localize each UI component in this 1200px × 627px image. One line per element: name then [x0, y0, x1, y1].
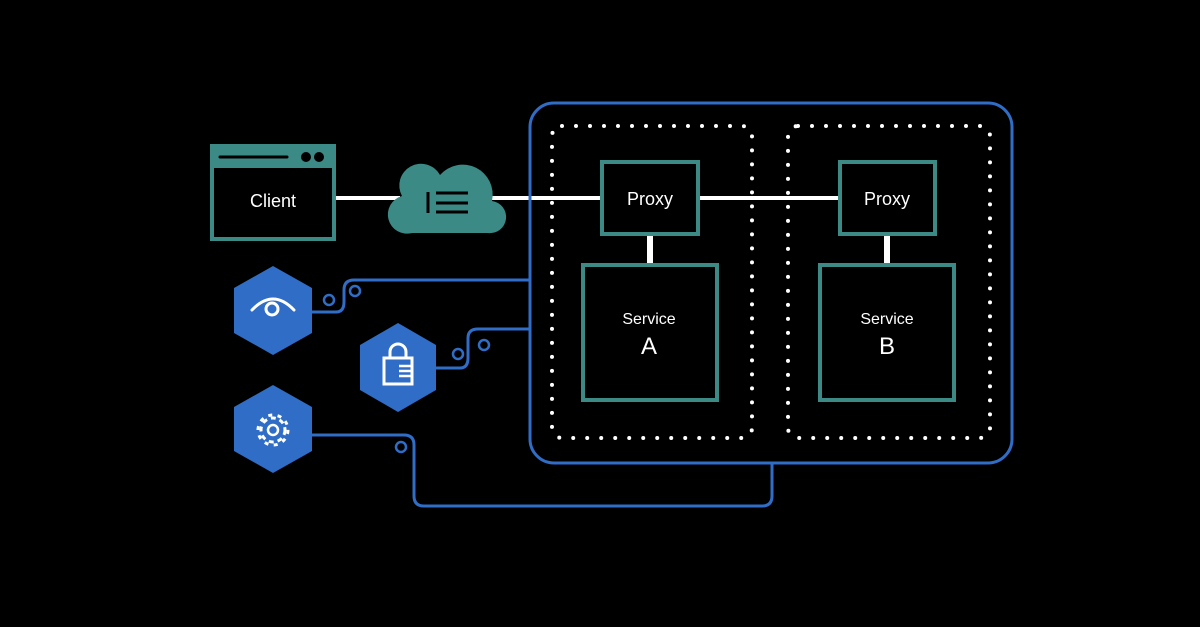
client-node: Client [210, 144, 336, 241]
proxy-b-label: Proxy [864, 189, 910, 209]
proxy-a: Proxy [600, 160, 700, 236]
service-a-label: Service [622, 311, 675, 328]
proxy-b: Proxy [838, 160, 937, 236]
service-a-letter: A [641, 333, 657, 360]
cloud-list-icon [387, 163, 507, 234]
security-node [360, 323, 436, 412]
configuration-node [234, 385, 312, 473]
service-b-letter: B [879, 333, 895, 360]
eye-icon [250, 297, 296, 317]
gear-icon [256, 413, 290, 447]
proxy-a-label: Proxy [627, 189, 673, 209]
gear-connector [312, 433, 774, 508]
service-a: Service A [581, 263, 719, 402]
service-b: Service B [818, 263, 956, 402]
observability-node [234, 266, 312, 355]
client-label: Client [250, 191, 296, 211]
service-b-label: Service [860, 311, 913, 328]
eye-connector [312, 278, 530, 314]
lock-icon [382, 342, 414, 386]
lock-connector [436, 327, 530, 370]
